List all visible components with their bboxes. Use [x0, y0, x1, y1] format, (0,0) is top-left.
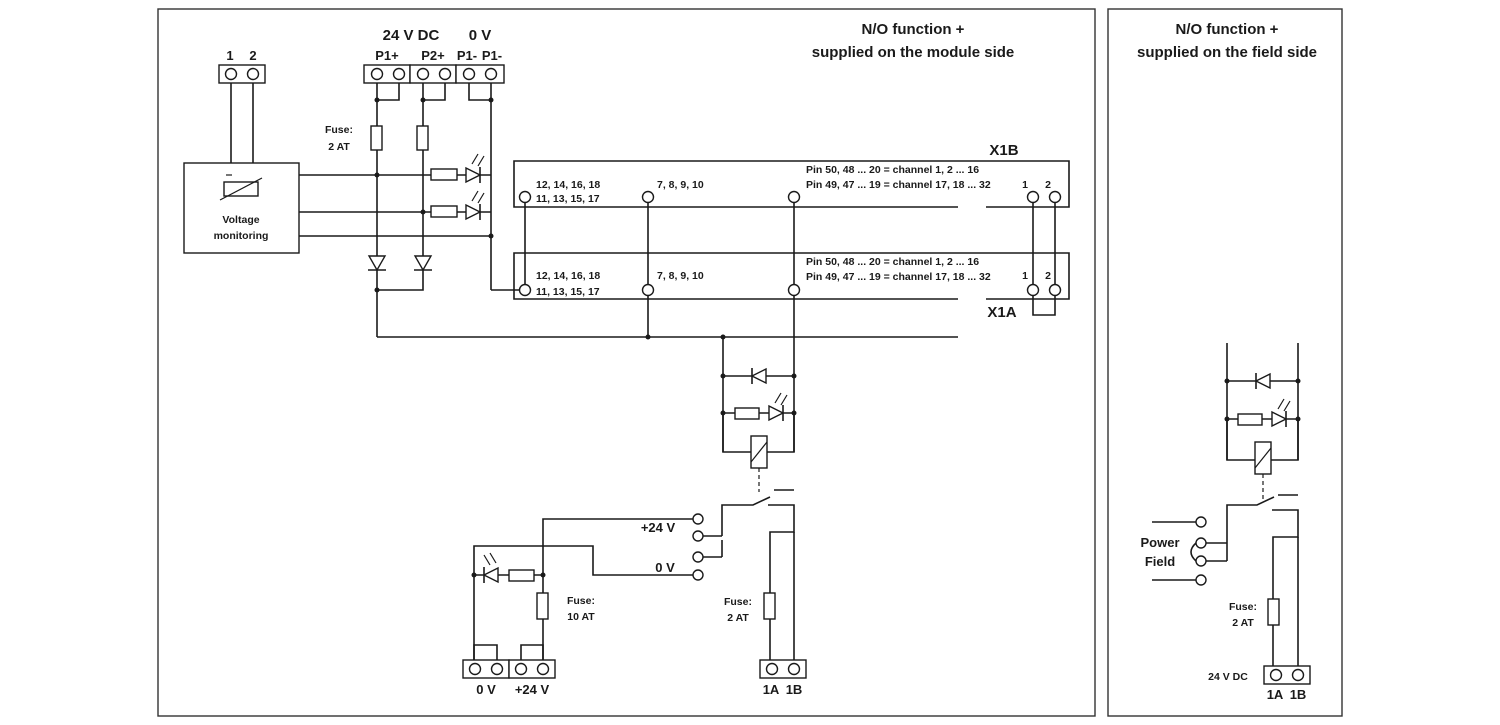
field-out-1b-label: 1B [1290, 687, 1307, 702]
x1b-pin-1: 1 [1022, 179, 1028, 191]
x1a-channel-line-2: Pin 49, 47 ... 19 = channel 17, 18 ... 3… [806, 271, 991, 283]
x1a-channel-line-1: Pin 50, 48 ... 20 = channel 1, 2 ... 16 [806, 256, 979, 268]
status-led-1 [430, 153, 485, 184]
mid-fuse-label-1: Fuse: [724, 596, 752, 608]
field-relay-contact [1226, 494, 1299, 666]
terminal-0v-b [692, 569, 704, 581]
left-fuse-label-2: 10 AT [567, 611, 595, 623]
output-terminal-block [759, 659, 807, 679]
p1plus-label: P1+ [375, 48, 399, 63]
x1b-pins-b: 11, 13, 15, 17 [536, 193, 600, 205]
bottom-0v-label: 0 V [476, 682, 496, 697]
freewheel-diode [750, 367, 767, 385]
module-side-frame [157, 8, 1096, 717]
field-power-label: Power [1140, 535, 1179, 550]
field-field-label: Field [1145, 554, 1175, 569]
field-24vdc-label: 24 V DC [1208, 671, 1248, 683]
field-freewheel-diode [1254, 372, 1271, 390]
x1a-label: X1A [987, 304, 1016, 321]
top-fuse-label-2: 2 AT [328, 141, 350, 153]
voltage-monitoring-box [183, 162, 300, 254]
p1minus-b-label: P1- [482, 48, 502, 63]
top-fuse-label-1: Fuse: [325, 124, 353, 136]
field-side-title-line2: supplied on the field side [1137, 44, 1317, 61]
plus24-label: +24 V [641, 520, 676, 535]
field-side-title-line1: N/O function + [1176, 21, 1279, 38]
relay-coil [750, 435, 768, 469]
field-terminal-4 [1195, 574, 1207, 586]
diode-p1 [367, 255, 387, 272]
x1a-pins-b: 11, 13, 15, 17 [536, 286, 600, 298]
voltage-monitoring-label-2: monitoring [214, 230, 269, 242]
p2plus-label: P2+ [421, 48, 445, 63]
x1a-pins-a: 12, 14, 16, 18 [536, 270, 600, 282]
x1b-label: X1B [989, 142, 1018, 159]
supply-terminal-block [363, 64, 505, 84]
x1a-pins-c: 7, 8, 9, 10 [657, 270, 704, 282]
module-side-title-line2: supplied on the module side [812, 44, 1015, 61]
field-side-frame [1107, 8, 1343, 717]
field-relay-status-led [1237, 398, 1291, 428]
monitor-pin-2-label: 2 [249, 48, 256, 63]
diode-p2 [413, 255, 433, 272]
field-fuse [1267, 598, 1280, 626]
fuse-10at [536, 592, 549, 620]
terminal-0v-a [692, 551, 704, 563]
bottom-24v-label: +24 V [515, 682, 550, 697]
x1a-pin-1: 1 [1022, 270, 1028, 282]
terminal-plus24-a [692, 513, 704, 525]
fuse-top-left [370, 125, 383, 151]
field-output-terminal-block [1263, 665, 1311, 685]
supply-0v-label: 0 V [469, 27, 492, 44]
status-led-2 [430, 190, 485, 221]
terminal-plus24-b [692, 530, 704, 542]
relay-contact [721, 489, 795, 666]
relay-status-led [734, 392, 788, 422]
field-terminal-2 [1195, 537, 1207, 549]
field-fuse-label-1: Fuse: [1229, 601, 1257, 613]
left-fuse-label-1: Fuse: [567, 595, 595, 607]
field-relay-coil [1254, 441, 1272, 475]
supply-status-led [482, 552, 535, 584]
x1a-pin-2: 2 [1045, 270, 1051, 282]
mid-fuse-label-2: 2 AT [727, 612, 749, 624]
x1b-pin-2: 2 [1045, 179, 1051, 191]
field-fuse-label-2: 2 AT [1232, 617, 1254, 629]
field-terminal-3 [1195, 555, 1207, 567]
x1b-channel-line-1: Pin 50, 48 ... 20 = channel 1, 2 ... 16 [806, 164, 979, 176]
fuse-2at-output [763, 592, 776, 620]
supply-output-terminal-block [462, 659, 556, 679]
x1b-pins-a: 12, 14, 16, 18 [536, 179, 600, 191]
monitor-pin-1-label: 1 [226, 48, 233, 63]
field-out-1a-label: 1A [1267, 687, 1284, 702]
x1b-channel-line-2: Pin 49, 47 ... 19 = channel 17, 18 ... 3… [806, 179, 991, 191]
voltage-monitoring-label-1: Voltage [222, 214, 259, 226]
monitor-terminal-block [218, 64, 266, 84]
field-terminal-1 [1195, 516, 1207, 528]
p1minus-a-label: P1- [457, 48, 477, 63]
module-side-title-line1: N/O function + [862, 21, 965, 38]
out-1b-label: 1B [786, 682, 803, 697]
supply-24vdc-label: 24 V DC [383, 27, 440, 44]
out-1a-label: 1A [763, 682, 780, 697]
fuse-top-right [416, 125, 429, 151]
zero-label: 0 V [655, 560, 675, 575]
x1b-pins-c: 7, 8, 9, 10 [657, 179, 704, 191]
